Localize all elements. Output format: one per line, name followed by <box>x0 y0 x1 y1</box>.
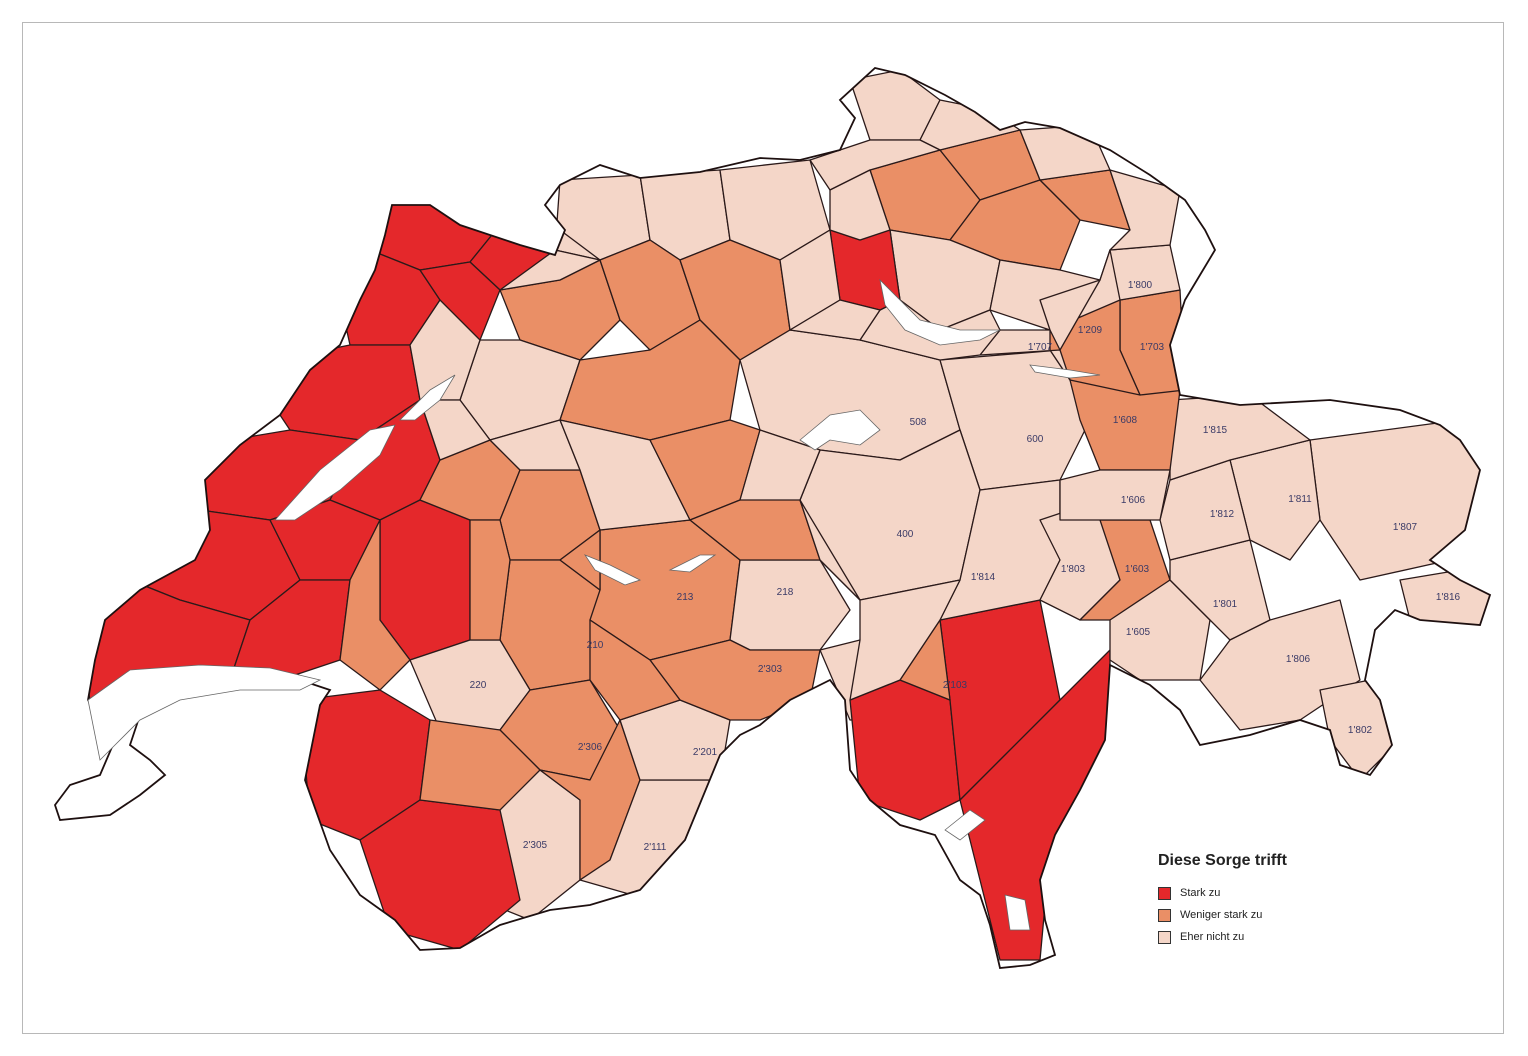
legend-swatch <box>1158 930 1171 944</box>
region-label: 2'306 <box>578 742 603 753</box>
lake-neuchatel <box>274 424 396 521</box>
region-label: 2'111 <box>644 842 667 853</box>
region-label: 220 <box>470 680 487 691</box>
region-label: 1'703 <box>1140 342 1165 353</box>
region-label: 1'606 <box>1121 495 1146 506</box>
region-label: 210 <box>587 640 604 651</box>
map-region[interactable] <box>1059 469 1171 521</box>
map-region[interactable] <box>849 679 961 821</box>
lake-lucerne <box>799 409 881 451</box>
region-label: 400 <box>897 529 914 540</box>
legend-label: Weniger stark zu <box>1180 909 1263 921</box>
region-label: 1'802 <box>1348 725 1373 736</box>
legend-swatch <box>1158 886 1171 900</box>
region-label: 1'816 <box>1436 592 1461 603</box>
map-region[interactable] <box>729 559 851 651</box>
region-label: 218 <box>777 587 794 598</box>
lake-biel <box>399 374 456 421</box>
region-label: 2'201 <box>693 747 718 758</box>
region-label: 1'608 <box>1113 415 1138 426</box>
map-region[interactable] <box>799 499 861 601</box>
legend-item-weak: Eher nicht zu <box>1158 926 1287 948</box>
region-label: 1'603 <box>1125 564 1150 575</box>
map-region[interactable] <box>499 249 601 291</box>
map-region[interactable] <box>559 419 691 531</box>
region-label: 1'811 <box>1288 494 1312 505</box>
legend-label: Eher nicht zu <box>1180 931 1245 943</box>
map-legend: Diese Sorge trifft Stark zu Weniger star… <box>1158 852 1287 948</box>
map-region[interactable] <box>849 579 961 701</box>
region-label: 1'814 <box>971 572 996 583</box>
lake-geneva <box>87 664 322 761</box>
legend-label: Stark zu <box>1180 887 1221 899</box>
map-region[interactable] <box>739 429 821 501</box>
lakes <box>87 278 1101 931</box>
map-region[interactable] <box>829 169 891 241</box>
map-region[interactable] <box>419 719 541 811</box>
map-region[interactable] <box>469 519 511 641</box>
region-label: 1'800 <box>1128 280 1153 291</box>
lake-lugano <box>944 809 986 841</box>
region-label: 508 <box>910 417 927 428</box>
region-label: 1'803 <box>1061 564 1086 575</box>
lake-maggiore <box>1004 894 1031 931</box>
lake-walen <box>1029 364 1101 379</box>
region-label: 1'707 <box>1028 342 1053 353</box>
lake-thun <box>583 554 642 586</box>
region-label: 2'303 <box>758 664 783 675</box>
region-label: 1'801 <box>1213 599 1238 610</box>
map-region[interactable] <box>789 299 881 341</box>
region-label: 1'806 <box>1286 654 1311 665</box>
map-region[interactable] <box>559 529 601 591</box>
legend-title: Diese Sorge trifft <box>1158 852 1287 869</box>
lake-zurich <box>879 278 1001 346</box>
region-label: 1'807 <box>1393 522 1418 533</box>
map-region[interactable] <box>379 499 471 661</box>
region-labels: 210 213 220 218 2'305 2'306 2'111 2'201 … <box>470 280 1461 853</box>
region-label: 600 <box>1027 434 1044 445</box>
lake-brienz <box>668 554 717 573</box>
country-outline <box>53 67 1492 969</box>
region-label: 1'815 <box>1203 425 1228 436</box>
region-label: 1'605 <box>1126 627 1151 638</box>
legend-swatch <box>1158 908 1171 922</box>
region-label: 1'209 <box>1078 325 1103 336</box>
legend-item-strong: Stark zu <box>1158 882 1287 904</box>
region-label: 2'103 <box>943 680 968 691</box>
map-region[interactable] <box>989 249 1121 331</box>
region-label: 213 <box>677 592 694 603</box>
map-region[interactable] <box>589 619 681 721</box>
legend-item-medium: Weniger stark zu <box>1158 904 1287 926</box>
map-region[interactable] <box>339 519 411 691</box>
region-label: 1'812 <box>1210 509 1235 520</box>
map-region[interactable] <box>1039 279 1101 351</box>
region-label: 2'305 <box>523 840 548 851</box>
